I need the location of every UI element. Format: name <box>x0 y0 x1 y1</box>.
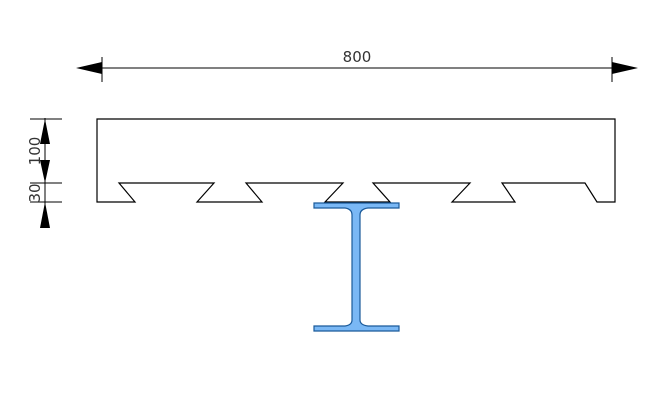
arrow-left-icon <box>76 62 102 74</box>
arrow-up-small-icon <box>40 202 50 228</box>
arrow-down-icon <box>40 160 50 183</box>
vertical-dimensions: 100 30 <box>26 118 62 228</box>
slab-thickness-label: 100 <box>26 137 44 166</box>
steel-i-beam <box>313 202 400 332</box>
arrow-up-icon <box>40 119 50 144</box>
width-label: 800 <box>343 48 372 66</box>
deck-height-label: 30 <box>26 183 44 202</box>
arrow-right-icon <box>612 62 638 74</box>
width-dimension: 800 <box>76 48 638 82</box>
concrete-slab-outline <box>96 118 616 203</box>
